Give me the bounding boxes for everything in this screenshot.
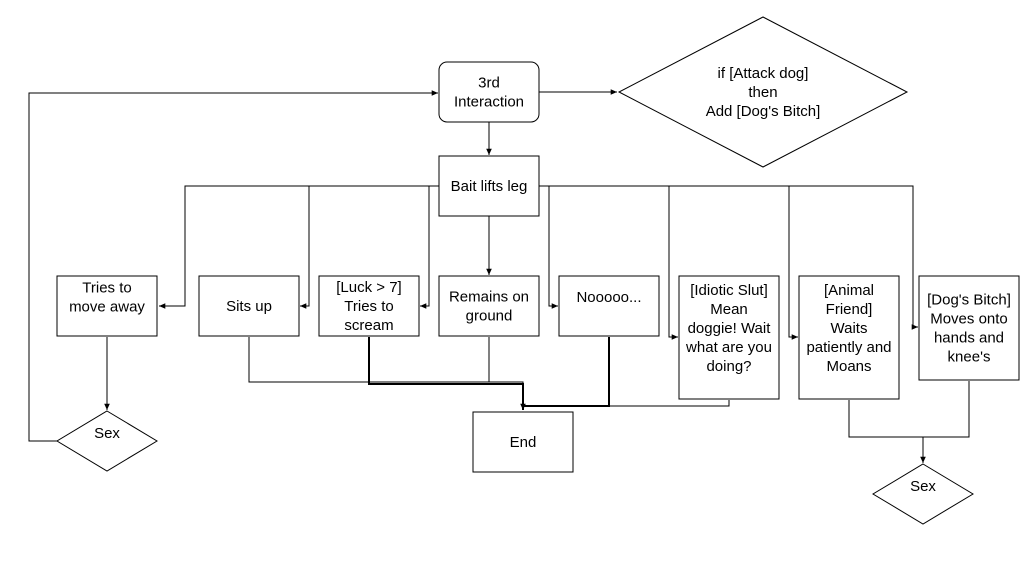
svg-text:Sits up: Sits up (226, 298, 272, 315)
svg-text:Bait lifts leg: Bait lifts leg (451, 178, 528, 195)
node-label-line: End (510, 434, 537, 451)
node-label-line: scream (344, 317, 393, 334)
decision-sex-right: Sex (872, 463, 974, 525)
edge-sits-up-to-end (248, 337, 526, 410)
node-label-line: [Luck > 7] (336, 279, 401, 296)
node-label-line: [Dog's Bitch] (927, 292, 1011, 309)
svg-text:Sex: Sex (94, 425, 120, 442)
node-label-line: Sex (94, 425, 120, 442)
node-label-line: if [Attack dog] (718, 65, 809, 82)
node-remains-on-ground: Remains on ground (438, 275, 540, 337)
node-label-line: ground (466, 308, 513, 325)
node-label-line: Sex (910, 478, 936, 495)
edge-bait-to-luck (420, 185, 439, 309)
edge-sex-loop-to-interaction (28, 90, 438, 442)
node-label-line: doing? (706, 358, 751, 375)
node-label-line: then (748, 84, 777, 101)
node-label-line: Tries to (82, 280, 131, 297)
node-label-line: [Animal (824, 282, 874, 299)
node-label-line: Friend] (826, 301, 873, 318)
node-label-line: Moves onto (930, 311, 1008, 328)
node-label-line: knee's (948, 349, 991, 366)
edge-dogs-bitch-to-sex (923, 381, 970, 438)
node-label-line: 3rd (478, 75, 500, 92)
svg-text:End: End (510, 434, 537, 451)
node-label-line: Mean (710, 301, 748, 318)
edge-nooooo-to-end (523, 337, 610, 407)
node-nooooo: Nooooo... (558, 275, 660, 337)
node-label-line: hands and (934, 330, 1004, 347)
node-tries-to-move-away: Tries to move away (56, 275, 158, 337)
node-dogs-bitch: [Dog's Bitch] Moves onto hands and knee's (918, 275, 1020, 381)
node-label-line: Interaction (454, 94, 524, 111)
node-luck-scream: [Luck > 7] Tries to scream (318, 275, 420, 337)
edge-bait-to-dogs-bitch (539, 185, 918, 330)
node-label-line: Waits (831, 320, 868, 337)
svg-text:Sex: Sex (910, 478, 936, 495)
node-end: End (472, 411, 574, 473)
node-label-line: patiently and (806, 339, 891, 356)
edge-bait-to-sits-up (300, 185, 439, 309)
flowchart-edges (28, 89, 970, 463)
decision-sex-left: Sex (56, 410, 158, 472)
edge-luck-to-end (368, 337, 524, 410)
node-sits-up: Sits up (198, 275, 300, 337)
svg-text:Nooooo...: Nooooo... (576, 289, 641, 306)
node-label-line: Remains on (449, 289, 529, 306)
node-label-line: Sits up (226, 298, 272, 315)
node-label-line: Nooooo... (576, 289, 641, 306)
node-label-line: Tries to (344, 298, 393, 315)
edge-animal-to-sex (848, 400, 926, 463)
node-label-line: doggie! Wait (688, 320, 772, 337)
node-label-line: Bait lifts leg (451, 178, 528, 195)
node-label-line: Moans (826, 358, 871, 375)
node-label-line: Add [Dog's Bitch] (706, 103, 821, 120)
node-label-line: [Idiotic Slut] (690, 282, 768, 299)
edge-idiotic-to-end (523, 400, 730, 407)
node-label-line: move away (69, 299, 145, 316)
edge-bait-to-nooooo (539, 185, 558, 309)
node-bait-lifts-leg: Bait lifts leg (438, 155, 540, 217)
node-label-line: what are you (685, 339, 772, 356)
node-idiotic-slut: [Idiotic Slut] Mean doggie! Wait what are y… (678, 275, 780, 400)
